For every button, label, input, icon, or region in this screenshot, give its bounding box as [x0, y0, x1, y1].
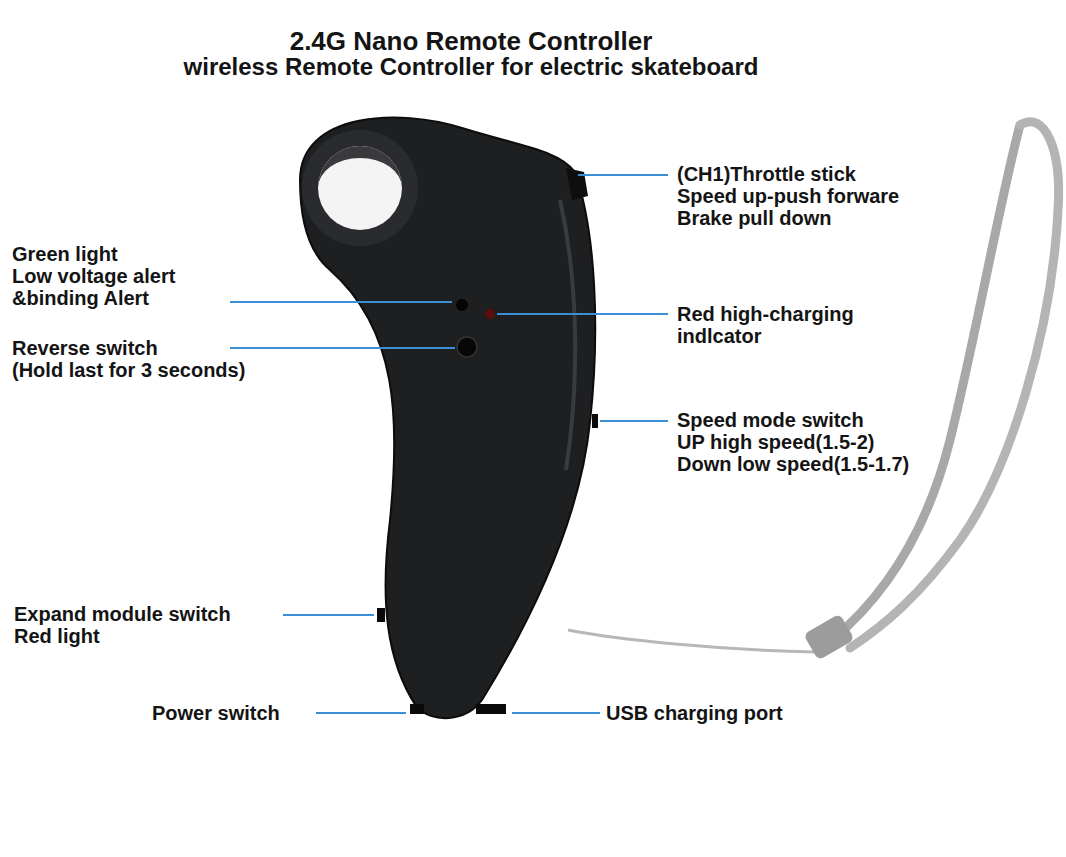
leader-line — [497, 313, 668, 315]
throttle-stick — [566, 168, 588, 200]
leader-line — [600, 420, 668, 422]
expand-switch — [377, 608, 385, 622]
controller-body — [300, 117, 595, 718]
leader-line — [283, 614, 374, 616]
lanyard-clip — [803, 614, 854, 661]
callout-label: USB charging port — [606, 702, 783, 724]
body-highlight — [560, 200, 575, 470]
callout-label: Red high-charging indlcator — [677, 303, 854, 347]
callout-label: Speed mode switch UP high speed(1.5-2) D… — [677, 409, 909, 475]
leader-line — [316, 712, 406, 714]
leader-line — [230, 347, 455, 349]
lanyard-string — [568, 630, 815, 652]
subtitle: wireless Remote Controller for electric … — [0, 54, 942, 80]
callout-label: Expand module switch Red light — [14, 603, 231, 647]
callout-label: Green light Low voltage alert &binding A… — [12, 243, 175, 309]
power-switch — [410, 704, 424, 714]
thumb-ring — [302, 130, 418, 246]
red-led — [485, 309, 495, 319]
callout-label: Reverse switch (Hold last for 3 seconds) — [12, 337, 245, 381]
title: 2.4G Nano Remote Controller — [0, 28, 942, 54]
thumb-hole — [318, 146, 402, 230]
green-led — [456, 299, 468, 311]
callout-label: Power switch — [152, 702, 280, 724]
speed-switch — [592, 414, 598, 428]
callout-label: (CH1)Throttle stick Speed up-push forwar… — [677, 163, 899, 229]
reverse-button — [457, 337, 477, 357]
leader-line — [230, 301, 452, 303]
thumb-hole-inner — [318, 146, 402, 188]
leader-line — [578, 174, 668, 176]
usb-port — [476, 704, 506, 714]
leader-line — [512, 712, 600, 714]
